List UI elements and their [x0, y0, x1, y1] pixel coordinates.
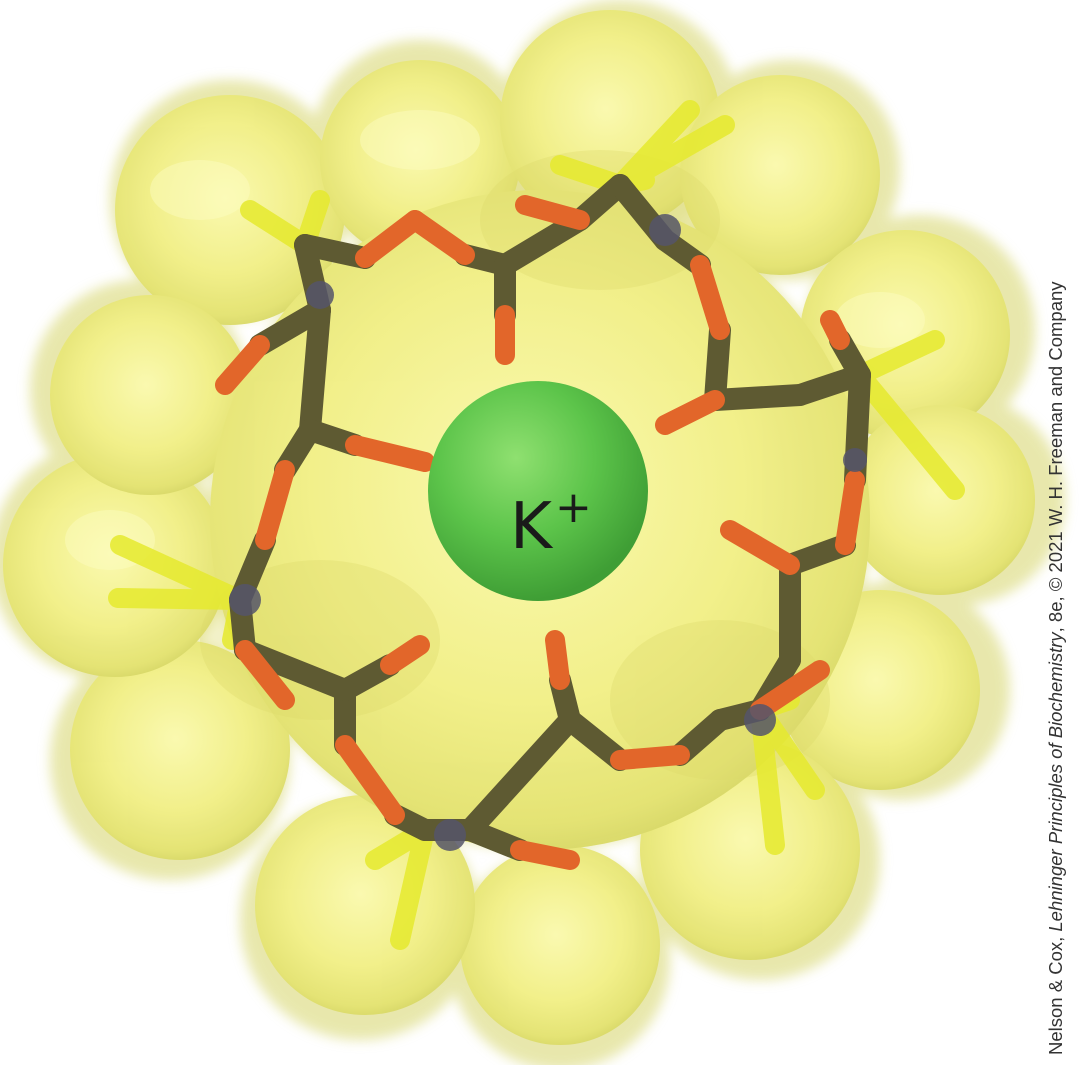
nitrogen-atoms — [229, 214, 867, 851]
copyright-credit: Nelson & Cox, Lehninger Principles of Bi… — [1036, 0, 1076, 1055]
ion-sphere — [428, 381, 648, 601]
oxygen-bonds — [215, 195, 865, 870]
credit-book-title: Lehninger Principles of Biochemistry — [1045, 632, 1066, 932]
credit-authors: Nelson & Cox, — [1045, 931, 1066, 1055]
ion-symbol: K — [510, 490, 554, 564]
potassium-ion: K + — [428, 381, 648, 601]
credit-edition: , 8e, © 2021 W. H. Freeman and Company — [1045, 281, 1066, 633]
ion-charge: + — [555, 482, 592, 533]
